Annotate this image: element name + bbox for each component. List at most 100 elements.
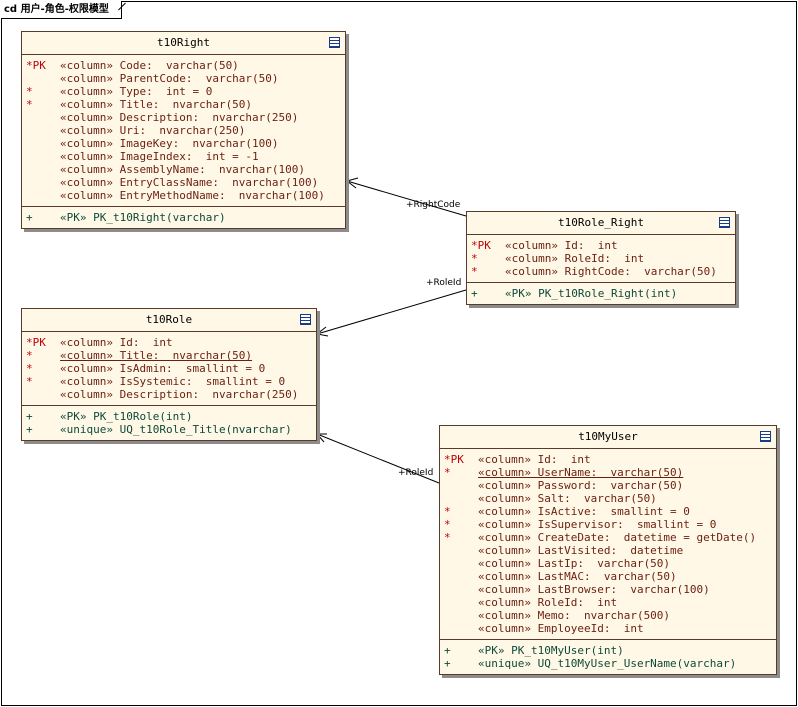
column-row[interactable]: «column» EntryMethodName: nvarchar(100) xyxy=(26,189,345,202)
column-marker: * xyxy=(444,505,451,518)
column-row[interactable]: *«column» CreateDate: datetime = getDate… xyxy=(444,531,776,544)
column-row[interactable]: *PK «column» Id: int xyxy=(26,336,316,349)
table-icon xyxy=(719,217,730,228)
column-row[interactable]: * «column» RoleId: int xyxy=(471,252,735,265)
operation-row[interactable]: +«PK» PK_t10Role(int) xyxy=(26,410,316,423)
column-text: «column» Description: nvarchar(250) xyxy=(60,388,299,401)
column-row[interactable]: «column» AssemblyName: nvarchar(100) xyxy=(26,163,345,176)
operation-row[interactable]: + «unique» UQ_t10MyUser_UserName(varchar) xyxy=(444,657,776,670)
column-list: *PK«column» Id: int *«column» UserName: … xyxy=(440,449,776,640)
operation-row[interactable]: + «PK» PK_t10Role_Right(int) xyxy=(471,287,735,300)
column-text: «column» ParentCode: varchar(50) xyxy=(60,72,279,85)
column-row[interactable]: *«column» Type: int = 0 xyxy=(26,85,345,98)
column-row[interactable]: *«column» Title: nvarchar(50) xyxy=(26,98,345,111)
label-roleid-1: +RoleId xyxy=(426,278,462,288)
column-text: «column» IsAdmin: smallint = 0 xyxy=(60,362,266,375)
operation-list: + «PK» PK_t10Role_Right(int) xyxy=(467,283,735,304)
link-role-right-to-right[interactable] xyxy=(346,180,467,217)
column-row[interactable]: *«column» UserName: varchar(50) xyxy=(444,466,776,479)
column-text: «column» EntryClassName: nvarchar(100) xyxy=(60,176,319,189)
column-row[interactable]: «column» Description: nvarchar(250) xyxy=(26,111,345,124)
operation-list: +«PK» PK_t10MyUser(int) + «unique» UQ_t10… xyxy=(440,640,776,674)
column-row[interactable]: *PK«column» Id: int xyxy=(444,453,776,466)
column-marker: * xyxy=(26,349,33,362)
column-row[interactable]: «column» LastMAC: varchar(50) xyxy=(444,570,776,583)
column-row[interactable]: «column» Salt: varchar(50) xyxy=(444,492,776,505)
operation-text: «PK» PK_t10Role(int) xyxy=(60,410,193,423)
table-header: t10Role xyxy=(22,309,316,332)
operation-text: «unique» UQ_t10MyUser_UserName(varchar) xyxy=(478,657,737,670)
column-text: «column» RightCode: varchar(50) xyxy=(505,265,717,278)
column-row[interactable]: «column» LastVisited: datetime xyxy=(444,544,776,557)
column-row[interactable]: *«column» IsAdmin: smallint = 0 xyxy=(26,362,316,375)
link-myuser-to-role[interactable] xyxy=(316,433,440,484)
column-text: «column» CreateDate: datetime = getDate(… xyxy=(478,531,757,544)
column-marker: *PK xyxy=(26,336,46,349)
column-row[interactable]: «column» RoleId: int xyxy=(444,596,776,609)
column-text: «column» Salt: varchar(50) xyxy=(478,492,657,505)
table-header: t10Right xyxy=(22,32,345,55)
operation-text: «PK» PK_t10Role_Right(int) xyxy=(505,287,678,300)
column-row[interactable]: «column» Description: nvarchar(250) xyxy=(26,388,316,401)
column-row[interactable]: *«column» IsSupervisor: smallint = 0 xyxy=(444,518,776,531)
column-row[interactable]: *PK«column» Code: varchar(50) xyxy=(26,59,345,72)
column-text: «column» Id: int xyxy=(505,239,618,252)
table-t10myuser[interactable]: t10MyUser *PK«column» Id: int *«column» … xyxy=(439,425,777,675)
column-text: «column» LastVisited: datetime xyxy=(478,544,684,557)
column-row[interactable]: «column» Password: varchar(50) xyxy=(444,479,776,492)
operation-marker: + xyxy=(444,657,451,670)
column-text: «column» Type: int = 0 xyxy=(60,85,213,98)
column-row[interactable]: «column» EmployeeId: int xyxy=(444,622,776,635)
column-text: «column» EmployeeId: int xyxy=(478,622,644,635)
column-text: «column» RoleId: int xyxy=(505,252,645,265)
column-row[interactable]: «column» ParentCode: varchar(50) xyxy=(26,72,345,85)
arrowhead-role-1 xyxy=(315,326,329,337)
column-text: «column» Password: varchar(50) xyxy=(478,479,684,492)
diagram-title: cd 用户-角色-权限模型 xyxy=(1,1,122,19)
label-roleid-2: +RoleId xyxy=(398,468,434,478)
operation-marker: + xyxy=(26,211,33,224)
column-text: «column» IsSystemic: smallint = 0 xyxy=(60,375,286,388)
column-text: «column» IsSupervisor: smallint = 0 xyxy=(478,518,717,531)
column-text: «column» ImageIndex: int = -1 xyxy=(60,150,259,163)
operation-row[interactable]: + «unique» UQ_t10Role_Title(nvarchar) xyxy=(26,423,316,436)
column-text: «column» LastBrowser: varchar(100) xyxy=(478,583,710,596)
table-t10role-right[interactable]: t10Role_Right *PK«column» Id: int *«colu… xyxy=(466,211,736,305)
operation-text: «unique» UQ_t10Role_Title(nvarchar) xyxy=(60,423,292,436)
column-row[interactable]: «column» LastBrowser: varchar(100) xyxy=(444,583,776,596)
link-role-right-to-role[interactable] xyxy=(316,289,467,335)
operation-row[interactable]: + «PK» PK_t10Right(varchar) xyxy=(26,211,345,224)
column-text: «column» Title: nvarchar(50) xyxy=(60,349,253,362)
column-text: «column» UserName: varchar(50) xyxy=(478,466,684,479)
operation-text: «PK» PK_t10MyUser(int) xyxy=(478,644,624,657)
operation-marker: + xyxy=(26,423,33,436)
column-marker: * xyxy=(471,252,478,265)
column-row[interactable]: *«column» IsActive: smallint = 0 xyxy=(444,505,776,518)
column-text: «column» Memo: nvarchar(500) xyxy=(478,609,671,622)
column-text: «column» RoleId: int xyxy=(478,596,618,609)
column-row[interactable]: «column» EntryClassName: nvarchar(100) xyxy=(26,176,345,189)
column-list: *PK«column» Code: varchar(50) «column» P… xyxy=(22,55,345,207)
table-name: t10Right xyxy=(157,36,210,49)
table-t10right[interactable]: t10Right *PK«column» Code: varchar(50) «… xyxy=(21,31,346,229)
column-row[interactable]: «column» Uri: nvarchar(250) xyxy=(26,124,345,137)
column-text: «column» Title: nvarchar(50) xyxy=(60,98,253,111)
operation-text: «PK» PK_t10Right(varchar) xyxy=(60,211,226,224)
operation-list: +«PK» PK_t10Role(int) + «unique» UQ_t10Ro… xyxy=(22,406,316,440)
column-row[interactable]: «column» LastIp: varchar(50) xyxy=(444,557,776,570)
column-row[interactable]: *PK«column» Id: int xyxy=(471,239,735,252)
column-marker: *PK xyxy=(26,59,46,72)
column-row[interactable]: «column» ImageKey: nvarchar(100) xyxy=(26,137,345,150)
column-row[interactable]: *«column» RightCode: varchar(50) xyxy=(471,265,735,278)
column-row[interactable]: * «column» Title: nvarchar(50) xyxy=(26,349,316,362)
column-text: «column» Id: int xyxy=(60,336,173,349)
operation-marker: + xyxy=(471,287,478,300)
table-t10role[interactable]: t10Role *PK «column» Id: int * «column» Ti… xyxy=(21,308,317,441)
column-row[interactable]: *«column» IsSystemic: smallint = 0 xyxy=(26,375,316,388)
operation-row[interactable]: +«PK» PK_t10MyUser(int) xyxy=(444,644,776,657)
column-text: «column» Description: nvarchar(250) xyxy=(60,111,299,124)
column-row[interactable]: «column» ImageIndex: int = -1 xyxy=(26,150,345,163)
table-name: t10Role xyxy=(145,313,193,326)
column-row[interactable]: «column» Memo: nvarchar(500) xyxy=(444,609,776,622)
